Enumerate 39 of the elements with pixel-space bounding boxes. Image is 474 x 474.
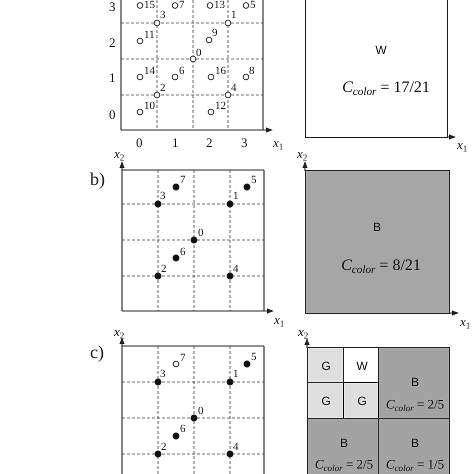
- region-letter: B: [373, 221, 381, 233]
- axis-tick-label: 0: [136, 136, 142, 149]
- axis-title: x$_{1}$: [273, 136, 284, 149]
- region-letter: G: [321, 395, 331, 407]
- formula-text: C$_{color}$ = 8/21: [341, 258, 421, 274]
- axis-tick-label: 3: [241, 136, 248, 149]
- region-letter: B: [340, 437, 348, 449]
- axis-tick-label: 1: [109, 71, 116, 84]
- panel-letter: c): [90, 343, 104, 361]
- axis-title: x$_{2}$: [298, 325, 308, 338]
- grid-region: [307, 347, 344, 383]
- region-letter: W: [375, 44, 387, 56]
- panel-letter: b): [90, 170, 105, 188]
- grid-region: [343, 382, 379, 419]
- axis-title: x$_{1}$: [274, 313, 284, 326]
- region-letter: W: [356, 360, 368, 372]
- axis-tick-label: 0: [109, 108, 116, 121]
- axis-title: x$_{2}$: [297, 147, 308, 160]
- region-letter: G: [321, 360, 331, 372]
- formula-text: C$_{color}$ = 2/5: [386, 398, 444, 410]
- region-letter: B: [411, 376, 419, 388]
- grid-region: [307, 418, 379, 474]
- grid-region: [378, 347, 450, 419]
- grid-region: [378, 418, 450, 474]
- axis-tick-label: 2: [109, 36, 116, 49]
- axis-tick-label: 2: [206, 136, 212, 149]
- region-letter: B: [411, 437, 419, 449]
- formula-text: C$_{color}$ = 2/5: [314, 458, 374, 470]
- grid-region: [305, 170, 450, 314]
- axis-tick-label: 1: [172, 136, 178, 149]
- axis-title: x$_{1}$: [457, 138, 468, 151]
- formula-text: C$_{color}$ = 17/21: [342, 80, 430, 96]
- axis-title: x$_{2}$: [114, 147, 124, 160]
- region-letter: G: [357, 395, 367, 407]
- axis-tick-label: 3: [109, 0, 116, 13]
- grid-region: [305, 0, 448, 138]
- axis-title: x$_{1}$: [460, 315, 470, 328]
- grid-region: [307, 382, 344, 419]
- formula-text: C$_{color}$ = 1/5: [386, 458, 444, 470]
